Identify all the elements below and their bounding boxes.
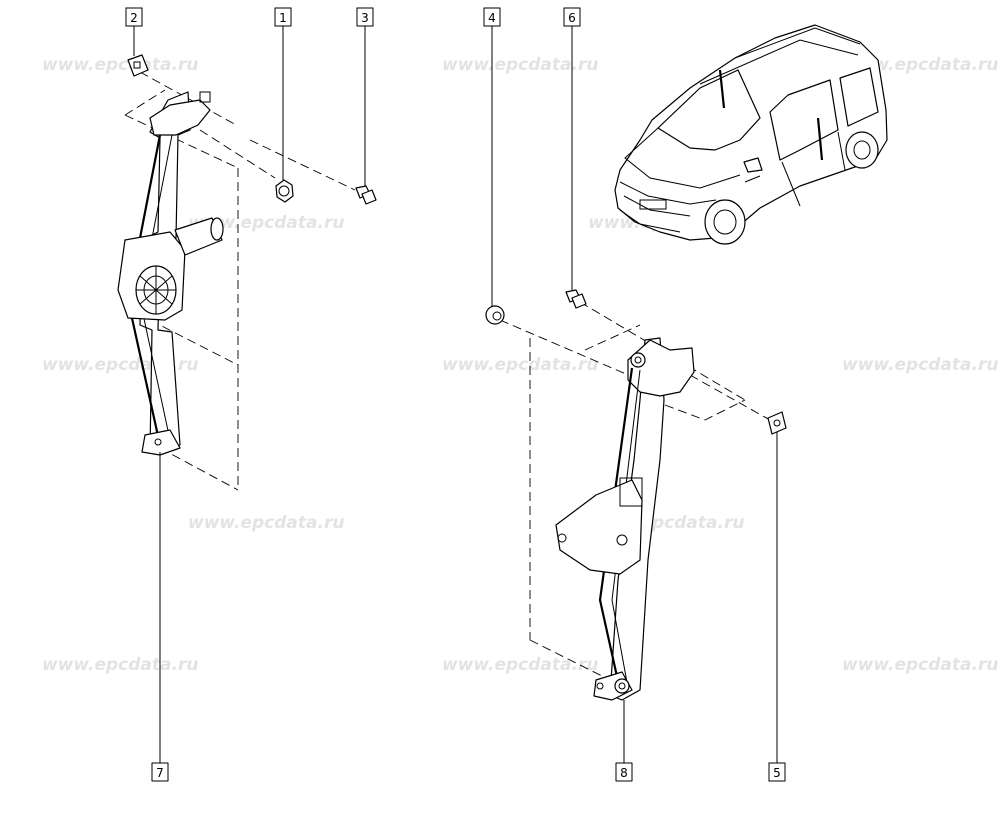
watermark-text: www.epcdata.ru (42, 55, 198, 75)
watermark-text: www.epcdata.ru (42, 655, 198, 675)
watermark-text: www.epcdata.ru (842, 55, 998, 75)
callout-label: 4 (488, 11, 496, 25)
rear-window-regulator (555, 337, 695, 701)
watermark-text: www.epcdata.ru (842, 355, 998, 375)
callout-6[interactable]: 6 (563, 7, 581, 27)
watermark-text: www.epcdata.ru (842, 655, 998, 675)
callout-label: 6 (568, 11, 576, 25)
callout-2[interactable]: 2 (125, 7, 143, 27)
callout-3[interactable]: 3 (356, 7, 374, 27)
nut-icon (275, 179, 294, 203)
callout-1[interactable]: 1 (274, 7, 292, 27)
washer-icon (485, 305, 505, 325)
clip-icon (127, 54, 149, 77)
front-window-regulator-with-motor (117, 91, 224, 456)
watermark-text: www.epcdata.ru (188, 213, 344, 233)
right-assembly-guides (499, 301, 771, 681)
bolt-icon (565, 289, 587, 309)
callout-label: 3 (361, 11, 369, 25)
clip-icon (767, 411, 787, 435)
watermark-text: www.epcdata.ru (442, 55, 598, 75)
callout-label: 8 (620, 766, 628, 780)
watermark-text: www.epcdata.ru (442, 655, 598, 675)
car-icon (614, 24, 888, 245)
callout-label: 7 (156, 766, 164, 780)
callout-label: 5 (773, 766, 781, 780)
leader-lines (133, 26, 778, 763)
callout-8[interactable]: 8 (615, 762, 633, 782)
callout-4[interactable]: 4 (483, 7, 501, 27)
left-assembly-guides (124, 71, 356, 491)
callout-5[interactable]: 5 (768, 762, 786, 782)
watermark-text: www.epcdata.ru (442, 355, 598, 375)
callout-7[interactable]: 7 (151, 762, 169, 782)
watermark-layer: www.epcdata.ru www.epcdata.ru www.epcdat… (42, 55, 998, 675)
callout-label: 1 (279, 11, 287, 25)
watermark-text: www.epcdata.ru (188, 513, 344, 533)
callout-label: 2 (130, 11, 138, 25)
bolt-icon (355, 185, 377, 205)
